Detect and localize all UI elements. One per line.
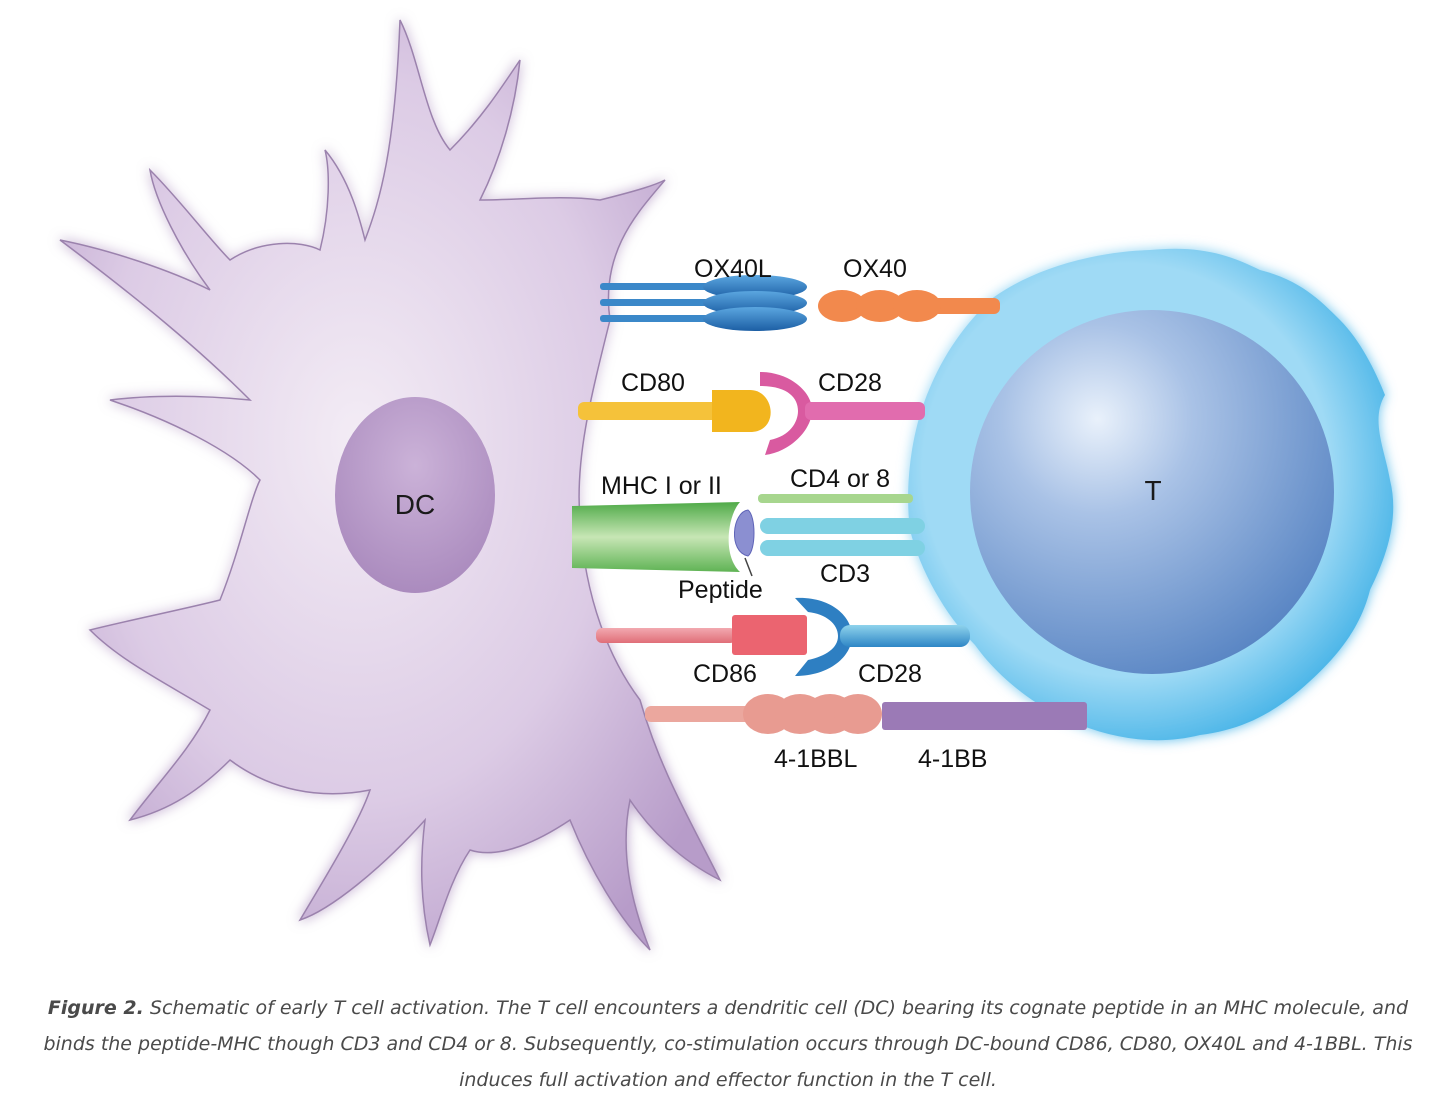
4-1bbl-label: 4-1BBL — [774, 745, 857, 773]
cd28-bottom-label: CD28 — [858, 660, 922, 688]
t-cell-nucleus — [970, 310, 1334, 674]
cd80-label: CD80 — [621, 369, 685, 397]
cd3-molecule-upper — [760, 518, 925, 534]
cd3-label: CD3 — [820, 560, 870, 588]
ox40l-label: OX40L — [694, 255, 772, 283]
cd28-top-molecule — [760, 372, 925, 455]
caption-text: Schematic of early T cell activation. Th… — [43, 997, 1413, 1091]
cd80-molecule — [578, 390, 771, 432]
cd4-or-8-label: CD4 or 8 — [790, 465, 890, 493]
mhc-tcr-complex: MHC I or II CD4 or 8 CD3 Peptide — [572, 465, 925, 604]
dendritic-cell-nucleus — [335, 397, 495, 593]
cd80-cd28-pair: CD80 CD28 — [578, 369, 925, 455]
t-cell: T — [908, 248, 1394, 741]
cd4-or-8-molecule — [758, 494, 913, 503]
peptide-molecule — [734, 509, 755, 557]
caption-label: Figure 2. — [47, 997, 144, 1019]
t-cell-label: T — [1144, 475, 1161, 506]
figure-caption: Figure 2. Schematic of early T cell acti… — [40, 990, 1416, 1098]
cd3-molecule-lower — [760, 540, 925, 556]
t-cell-activation-diagram: DC T OX40L OX40 — [59, 19, 1394, 951]
cd86-label: CD86 — [693, 660, 757, 688]
4-1bb-molecule — [882, 702, 1087, 730]
mhc-label: MHC I or II — [601, 472, 722, 500]
cd86-cd28-pair: CD86 CD28 — [596, 597, 970, 688]
ox40-molecule — [818, 290, 1000, 322]
cd28-top-label: CD28 — [818, 369, 882, 397]
ox40-label: OX40 — [843, 255, 907, 283]
4-1bbl-4-1bb-pair: 4-1BBL 4-1BB — [645, 694, 1087, 773]
cd86-stalk — [596, 628, 736, 643]
mhc-molecule — [572, 502, 740, 572]
ox40l-molecule — [600, 275, 807, 331]
cd28-bottom-molecule — [795, 597, 852, 676]
peptide-label: Peptide — [678, 576, 763, 604]
cd86-head — [732, 615, 807, 655]
dendritic-cell: DC — [59, 19, 722, 951]
4-1bbl-molecule — [645, 694, 882, 734]
ox40l-ox40-pair: OX40L OX40 — [600, 255, 1000, 331]
4-1bb-label: 4-1BB — [918, 745, 987, 773]
dc-label: DC — [395, 489, 435, 520]
